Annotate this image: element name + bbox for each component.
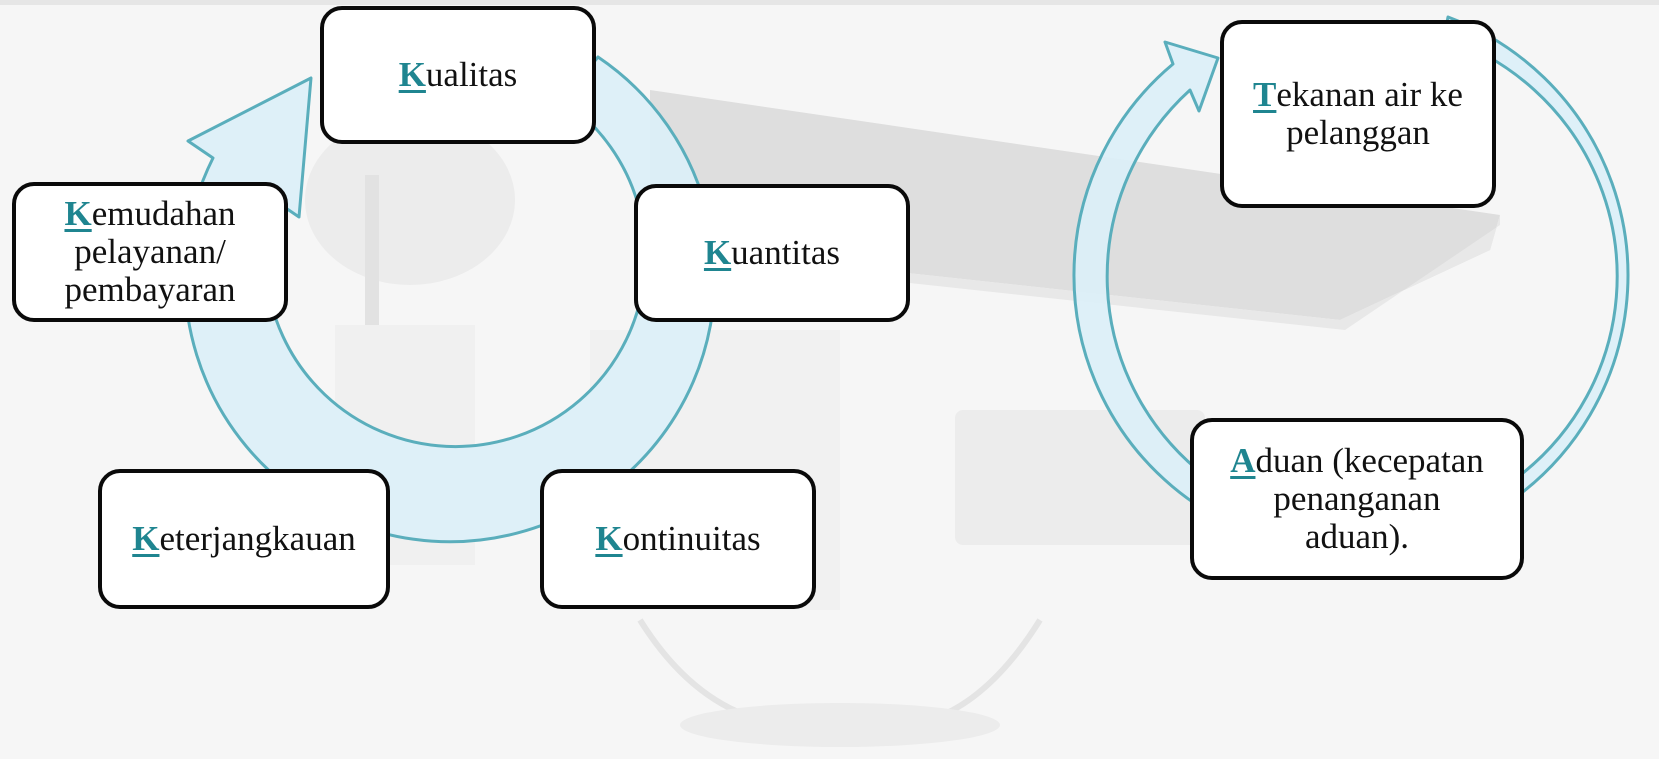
- lead-letter: K: [398, 55, 426, 94]
- node-kualitas: Kualitas: [320, 6, 596, 144]
- node-label-line2: pelayanan/: [74, 232, 226, 271]
- node-keterjangkauan: Keterjangkauan: [98, 469, 390, 609]
- node-label-line2: penanganan: [1273, 479, 1441, 518]
- node-label: uantitas: [731, 233, 841, 272]
- lead-letter: T: [1253, 75, 1277, 114]
- node-tekanan-air: Tekanan air ke pelanggan: [1220, 20, 1496, 208]
- lead-letter: K: [703, 233, 732, 272]
- node-label: emudahan: [91, 194, 236, 233]
- lead-letter: K: [132, 519, 160, 558]
- node-kontinuitas: Kontinuitas: [540, 469, 816, 609]
- node-label-line2: pelanggan: [1286, 113, 1430, 152]
- node-label: ualitas: [425, 55, 518, 94]
- node-label: duan (kecepatan: [1255, 441, 1484, 480]
- node-kemudahan: Kemudahan pelayanan/ pembayaran: [12, 182, 288, 322]
- right-cycle-arrow: [1072, 15, 1630, 554]
- node-label: ekanan air ke: [1276, 75, 1463, 114]
- node-label: eterjangkauan: [159, 519, 356, 558]
- node-label-line3: pembayaran: [64, 270, 236, 309]
- lead-letter: K: [595, 519, 623, 558]
- lead-letter: A: [1230, 441, 1256, 480]
- node-aduan: Aduan (kecepatan penanganan aduan).: [1190, 418, 1524, 580]
- node-label-line3: aduan).: [1305, 517, 1409, 556]
- node-kuantitas: Kuantitas: [634, 184, 910, 322]
- node-label: ontinuitas: [622, 519, 761, 558]
- lead-letter: K: [64, 194, 92, 233]
